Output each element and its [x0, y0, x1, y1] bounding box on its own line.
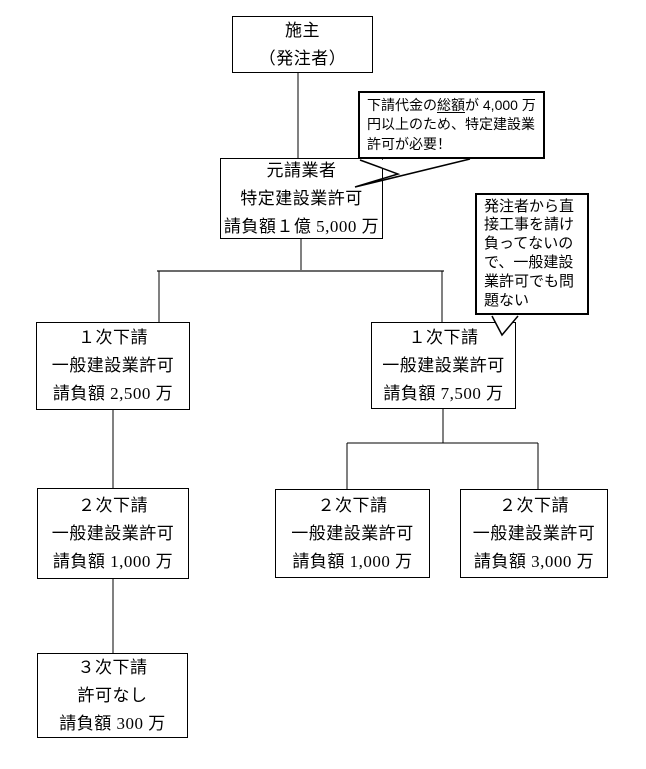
node-sub2-right: ２次下請 一般建設業許可 請負額 3,000 万 — [460, 489, 608, 578]
node-sub1-right-label: １次下請 一般建設業許可 請負額 7,500 万 — [382, 327, 505, 403]
node-prime-contractor: 元請業者 特定建設業許可 請負額１億 5,000 万 — [220, 158, 383, 239]
callout-special-license-text: 下請代金の総額が 4,000 万 円以上のため、特定建設業 許可が必要！ — [367, 96, 536, 155]
node-owner: 施主 （発注者） — [232, 16, 373, 73]
node-sub1-left: １次下請 一般建設業許可 請負額 2,500 万 — [36, 322, 190, 410]
node-sub2-left-label: ２次下請 一般建設業許可 請負額 1,000 万 — [51, 495, 175, 571]
callout-special-license: 下請代金の総額が 4,000 万 円以上のため、特定建設業 許可が必要！ — [358, 91, 545, 159]
node-prime-contractor-label: 元請業者 特定建設業許可 請負額１億 5,000 万 — [223, 160, 380, 236]
node-sub2-mid-label: ２次下請 一般建設業許可 請負額 1,000 万 — [291, 495, 414, 571]
node-sub1-left-label: １次下請 一般建設業許可 請負額 2,500 万 — [51, 328, 175, 403]
node-owner-label: 施主 （発注者） — [258, 20, 347, 68]
node-sub1-right: １次下請 一般建設業許可 請負額 7,500 万 — [371, 322, 516, 409]
callout-special-license-text-underlined: 総額 — [437, 96, 465, 113]
node-sub2-left: ２次下請 一般建設業許可 請負額 1,000 万 — [37, 488, 189, 579]
callout-general-license-text: 発注者から直 接工事を請け 負ってないの で、一般建設 業許可でも問 題ない — [484, 197, 575, 309]
callout-special-license-text-pre: 下請代金の — [367, 96, 437, 113]
node-sub2-mid: ２次下請 一般建設業許可 請負額 1,000 万 — [275, 489, 430, 578]
node-sub3: ３次下請 許可なし 請負額 300 万 — [37, 653, 188, 738]
callout-general-license: 発注者から直 接工事を請け 負ってないの で、一般建設 業許可でも問 題ない — [475, 193, 589, 315]
callout-special-license-text-post: が 4,000 万 円以上のため、特定建設業 許可が必要！ — [367, 96, 536, 152]
node-sub2-right-label: ２次下請 一般建設業許可 請負額 3,000 万 — [472, 495, 596, 571]
node-sub3-label: ３次下請 許可なし 請負額 300 万 — [59, 657, 166, 733]
